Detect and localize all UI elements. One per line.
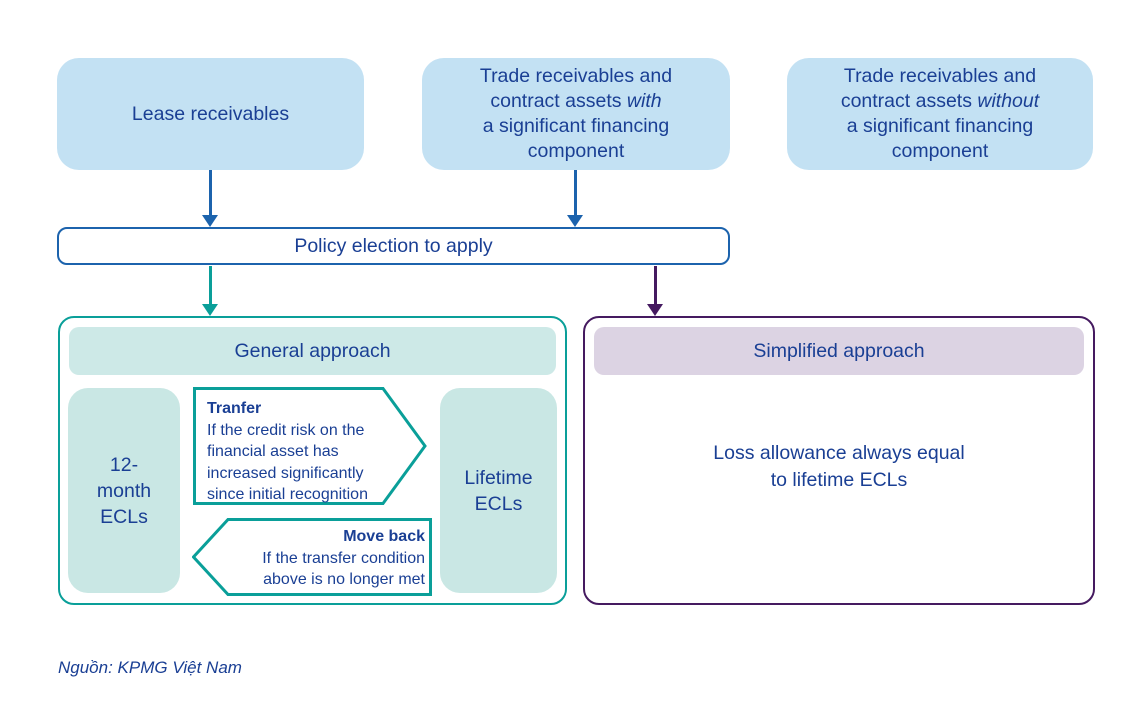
box-lease-receivables-label: Lease receivables <box>131 102 290 125</box>
arrow-head <box>202 215 218 227</box>
policy-election-label: Policy election to apply <box>294 234 493 257</box>
arrow-shaft <box>209 170 212 217</box>
simplified-approach-header: Simplified approach <box>594 327 1084 375</box>
down-arrow-lease-to-policy-icon <box>202 170 219 227</box>
source-note: Nguồn: KPMG Việt Nam <box>58 658 242 677</box>
arrow-shaft <box>574 170 577 217</box>
panel-simplified-approach: Simplified approach Loss allowance alway… <box>583 316 1095 605</box>
general-approach-header: General approach <box>69 327 556 375</box>
move-back-arrow-shape-icon <box>192 518 432 596</box>
simplified-approach-title: Simplified approach <box>753 339 925 362</box>
down-arrow-policy-to-simplified-icon <box>647 266 664 316</box>
down-arrow-trade-with-to-policy-icon <box>567 170 584 227</box>
arrow-shaft <box>209 266 212 306</box>
arrow-shaft <box>654 266 657 306</box>
box-policy-election: Policy election to apply <box>57 227 730 265</box>
transfer-arrow-shape-icon <box>193 387 427 505</box>
arrow-head <box>647 304 663 316</box>
arrow-head <box>567 215 583 227</box>
arrow-head <box>202 304 218 316</box>
down-arrow-policy-to-general-icon <box>202 266 219 316</box>
box-lease-receivables: Lease receivables <box>57 58 364 170</box>
general-approach-title: General approach <box>234 339 391 362</box>
